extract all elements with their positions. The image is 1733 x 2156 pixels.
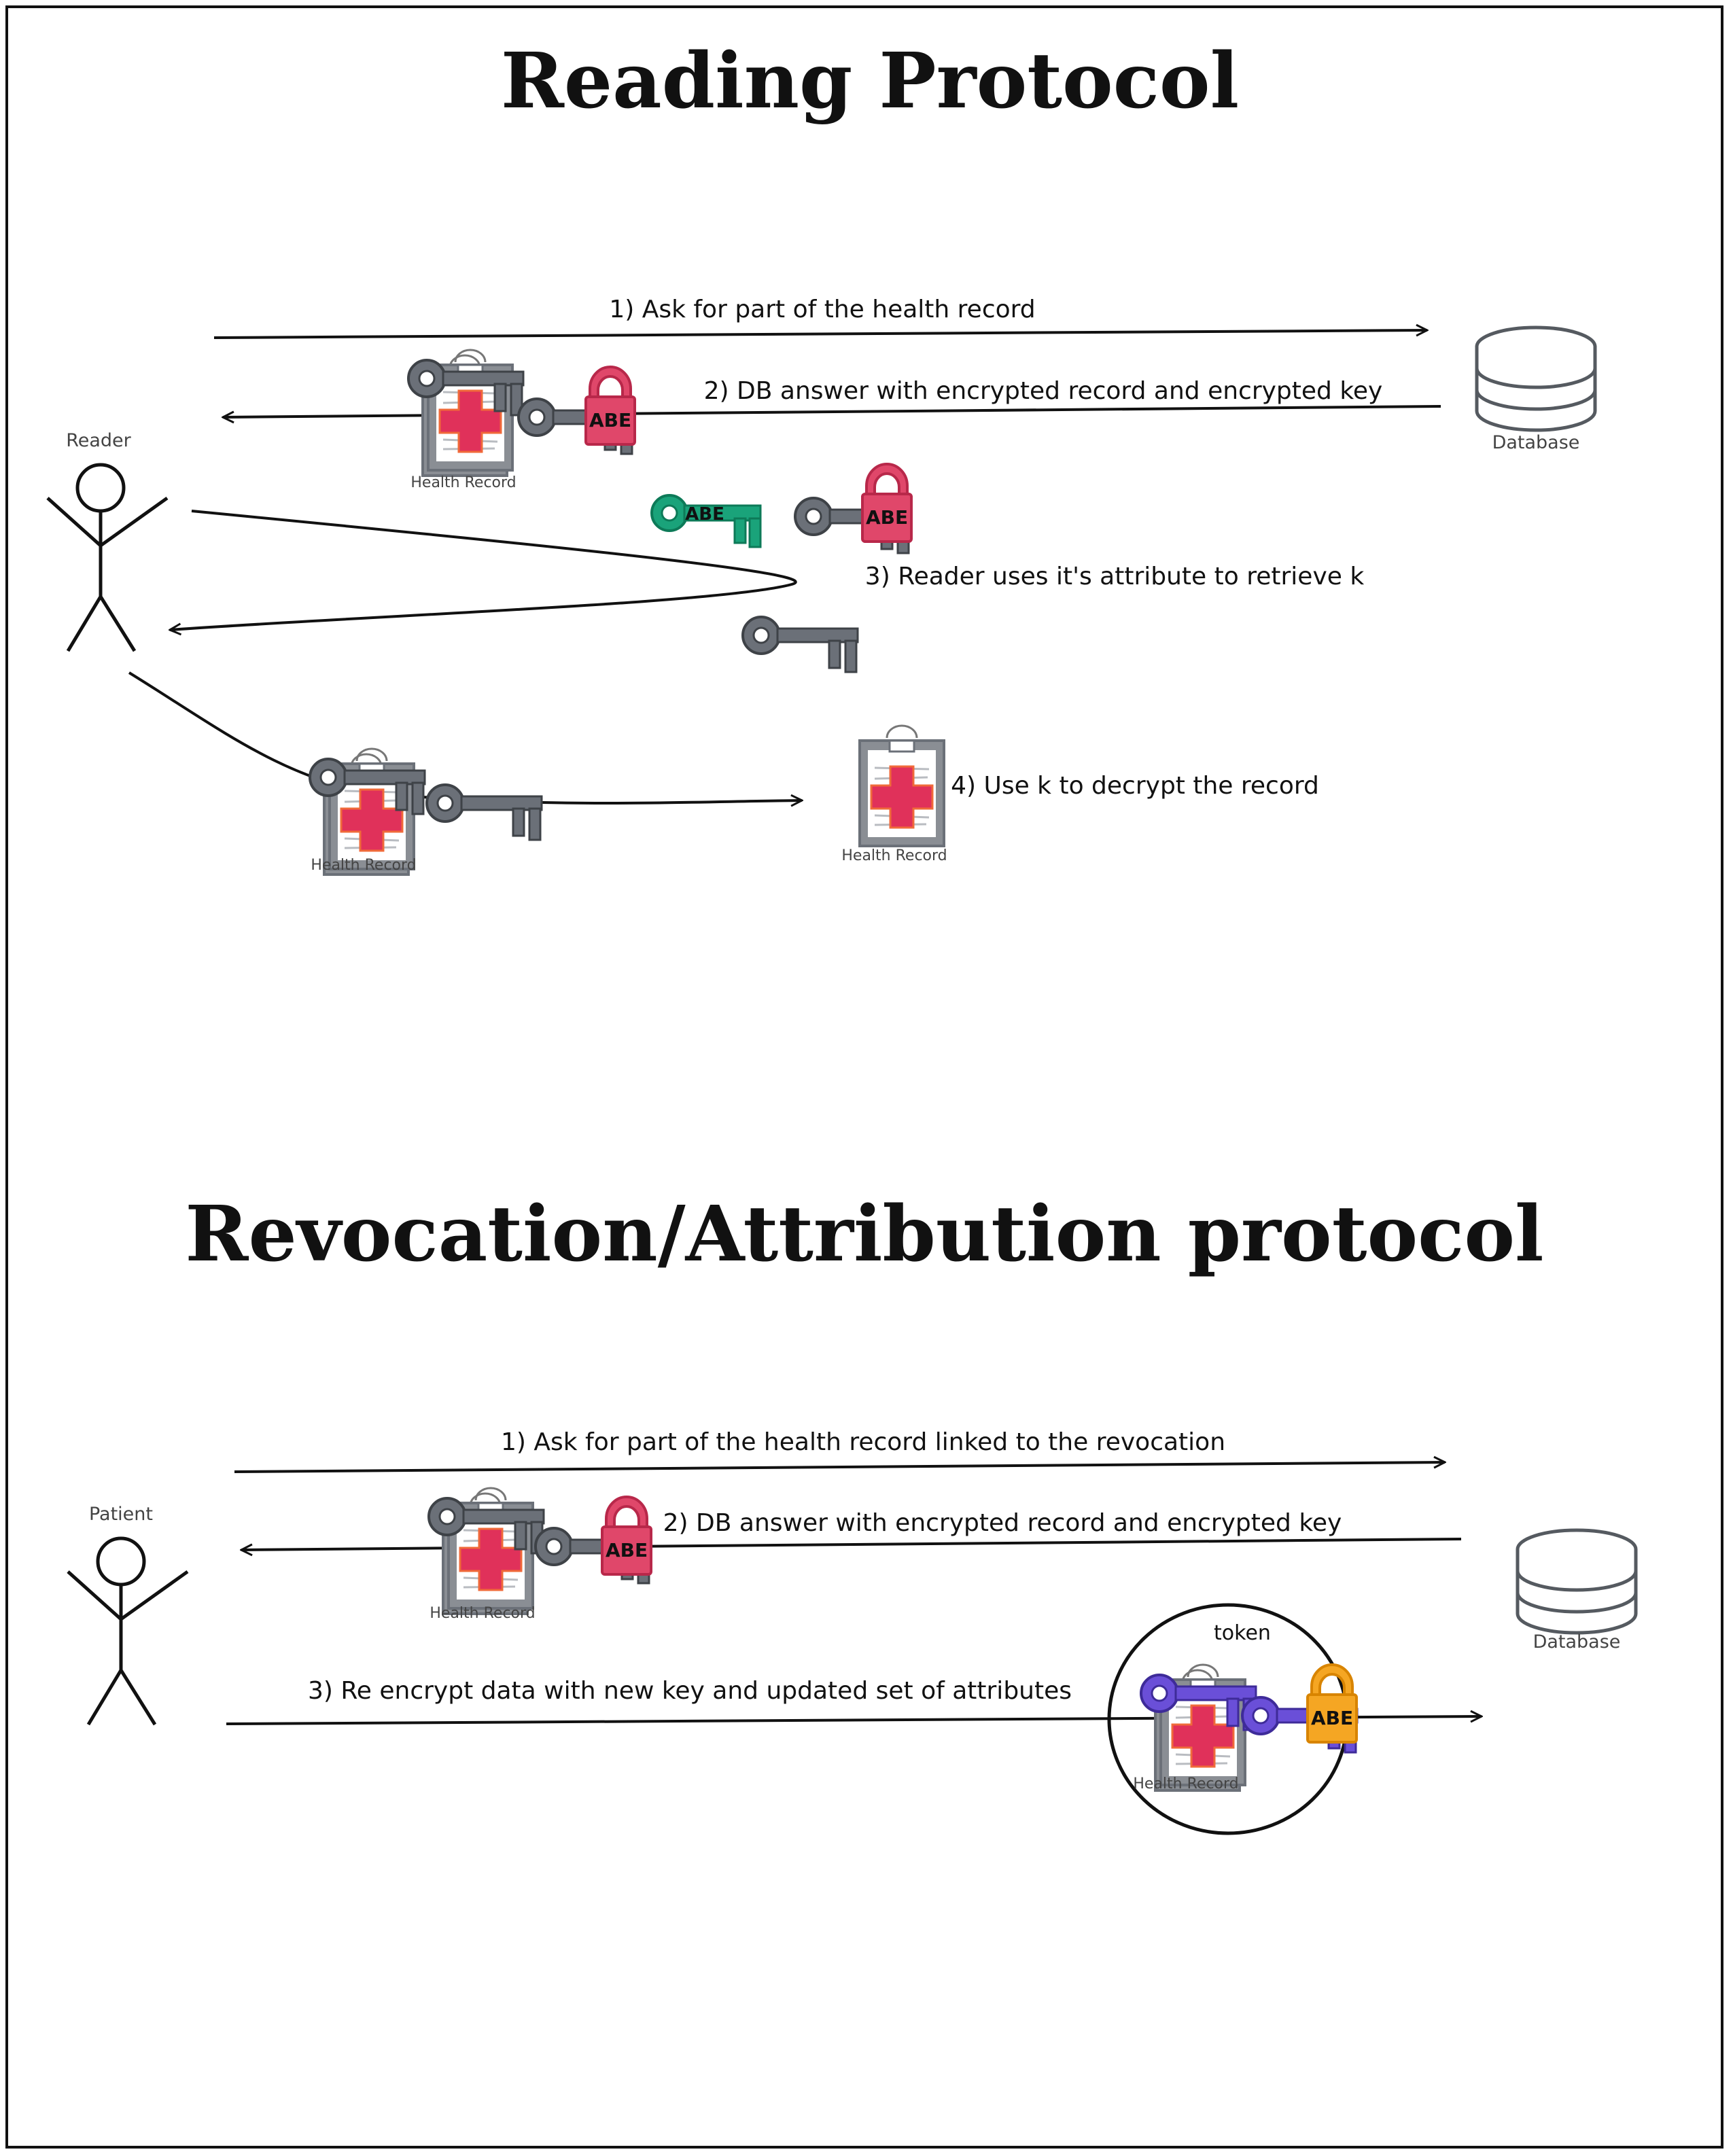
reading-step4-arrow [128,671,802,803]
decrypted-record-icon [858,724,945,847]
token-label: token [1214,1621,1271,1645]
reading-step3-curve-arrow [170,510,797,630]
reading-step4-record-icon [310,749,425,874]
abe-lock-text-3: ABE [606,1539,648,1561]
revocation-database-label: Database [1533,1631,1621,1653]
page-frame [5,5,1723,2149]
revocation-record-label-1: Health Record [430,1605,535,1622]
green-key-abe-text: ABE [685,504,724,525]
revocation-step2-arrow [241,1538,1462,1550]
patient-label: Patient [89,1504,153,1525]
token-record-icon [1141,1665,1256,1790]
reading-record-label-2: Health Record [311,857,416,874]
revocation-step3-label: 3) Re encrypt data with new key and upda… [308,1677,1072,1705]
retrieved-key-k-icon [741,616,859,673]
reading-step4-label: 4) Use k to decrypt the record [951,772,1319,800]
revocation-record-label-2: Health Record [1133,1775,1238,1792]
reading-step1-label: 1) Ask for part of the health record [609,296,1035,323]
reading-record-label-3: Health Record [841,847,947,864]
reader-person-icon [48,465,167,651]
revocation-title: Revocation/Attribution protocol [185,1190,1543,1279]
reading-step4-key-icon [425,783,543,841]
reading-database-label: Database [1492,432,1580,453]
revocation-step1-arrow [234,1462,1445,1473]
abe-lock-text: ABE [589,409,631,431]
reading-step3-label: 3) Reader uses it's attribute to retriev… [865,563,1365,590]
patient-person-icon [68,1538,188,1725]
revocation-step2-abe-lock-icon: ABE [601,1496,652,1576]
reading-database-icon [1477,328,1595,430]
revocation-database-icon [1518,1530,1636,1633]
reader-label: Reader [66,430,131,451]
revocation-step2-record-icon [429,1488,544,1614]
reading-attribute-key-icon: ABE [650,494,762,548]
reading-step2-arrow [223,405,1441,417]
reading-record-label-1: Health Record [410,474,516,491]
abe-lock-text-2: ABE [866,506,908,529]
reading-step3-abe-lock-icon: ABE [861,463,913,543]
reading-step1-arrow [213,330,1427,339]
reading-step2-label: 2) DB answer with encrypted record and e… [704,377,1383,405]
token-abe-lock-icon: ABE [1306,1663,1358,1744]
reading-title: Reading Protocol [501,37,1239,126]
revocation-step1-label: 1) Ask for part of the health record lin… [501,1428,1225,1456]
reading-step2-record-icon [408,350,523,476]
abe-lock-text-4: ABE [1311,1707,1353,1729]
reading-step2-abe-lock-icon: ABE [584,366,636,446]
revocation-step2-label: 2) DB answer with encrypted record and e… [663,1509,1342,1537]
